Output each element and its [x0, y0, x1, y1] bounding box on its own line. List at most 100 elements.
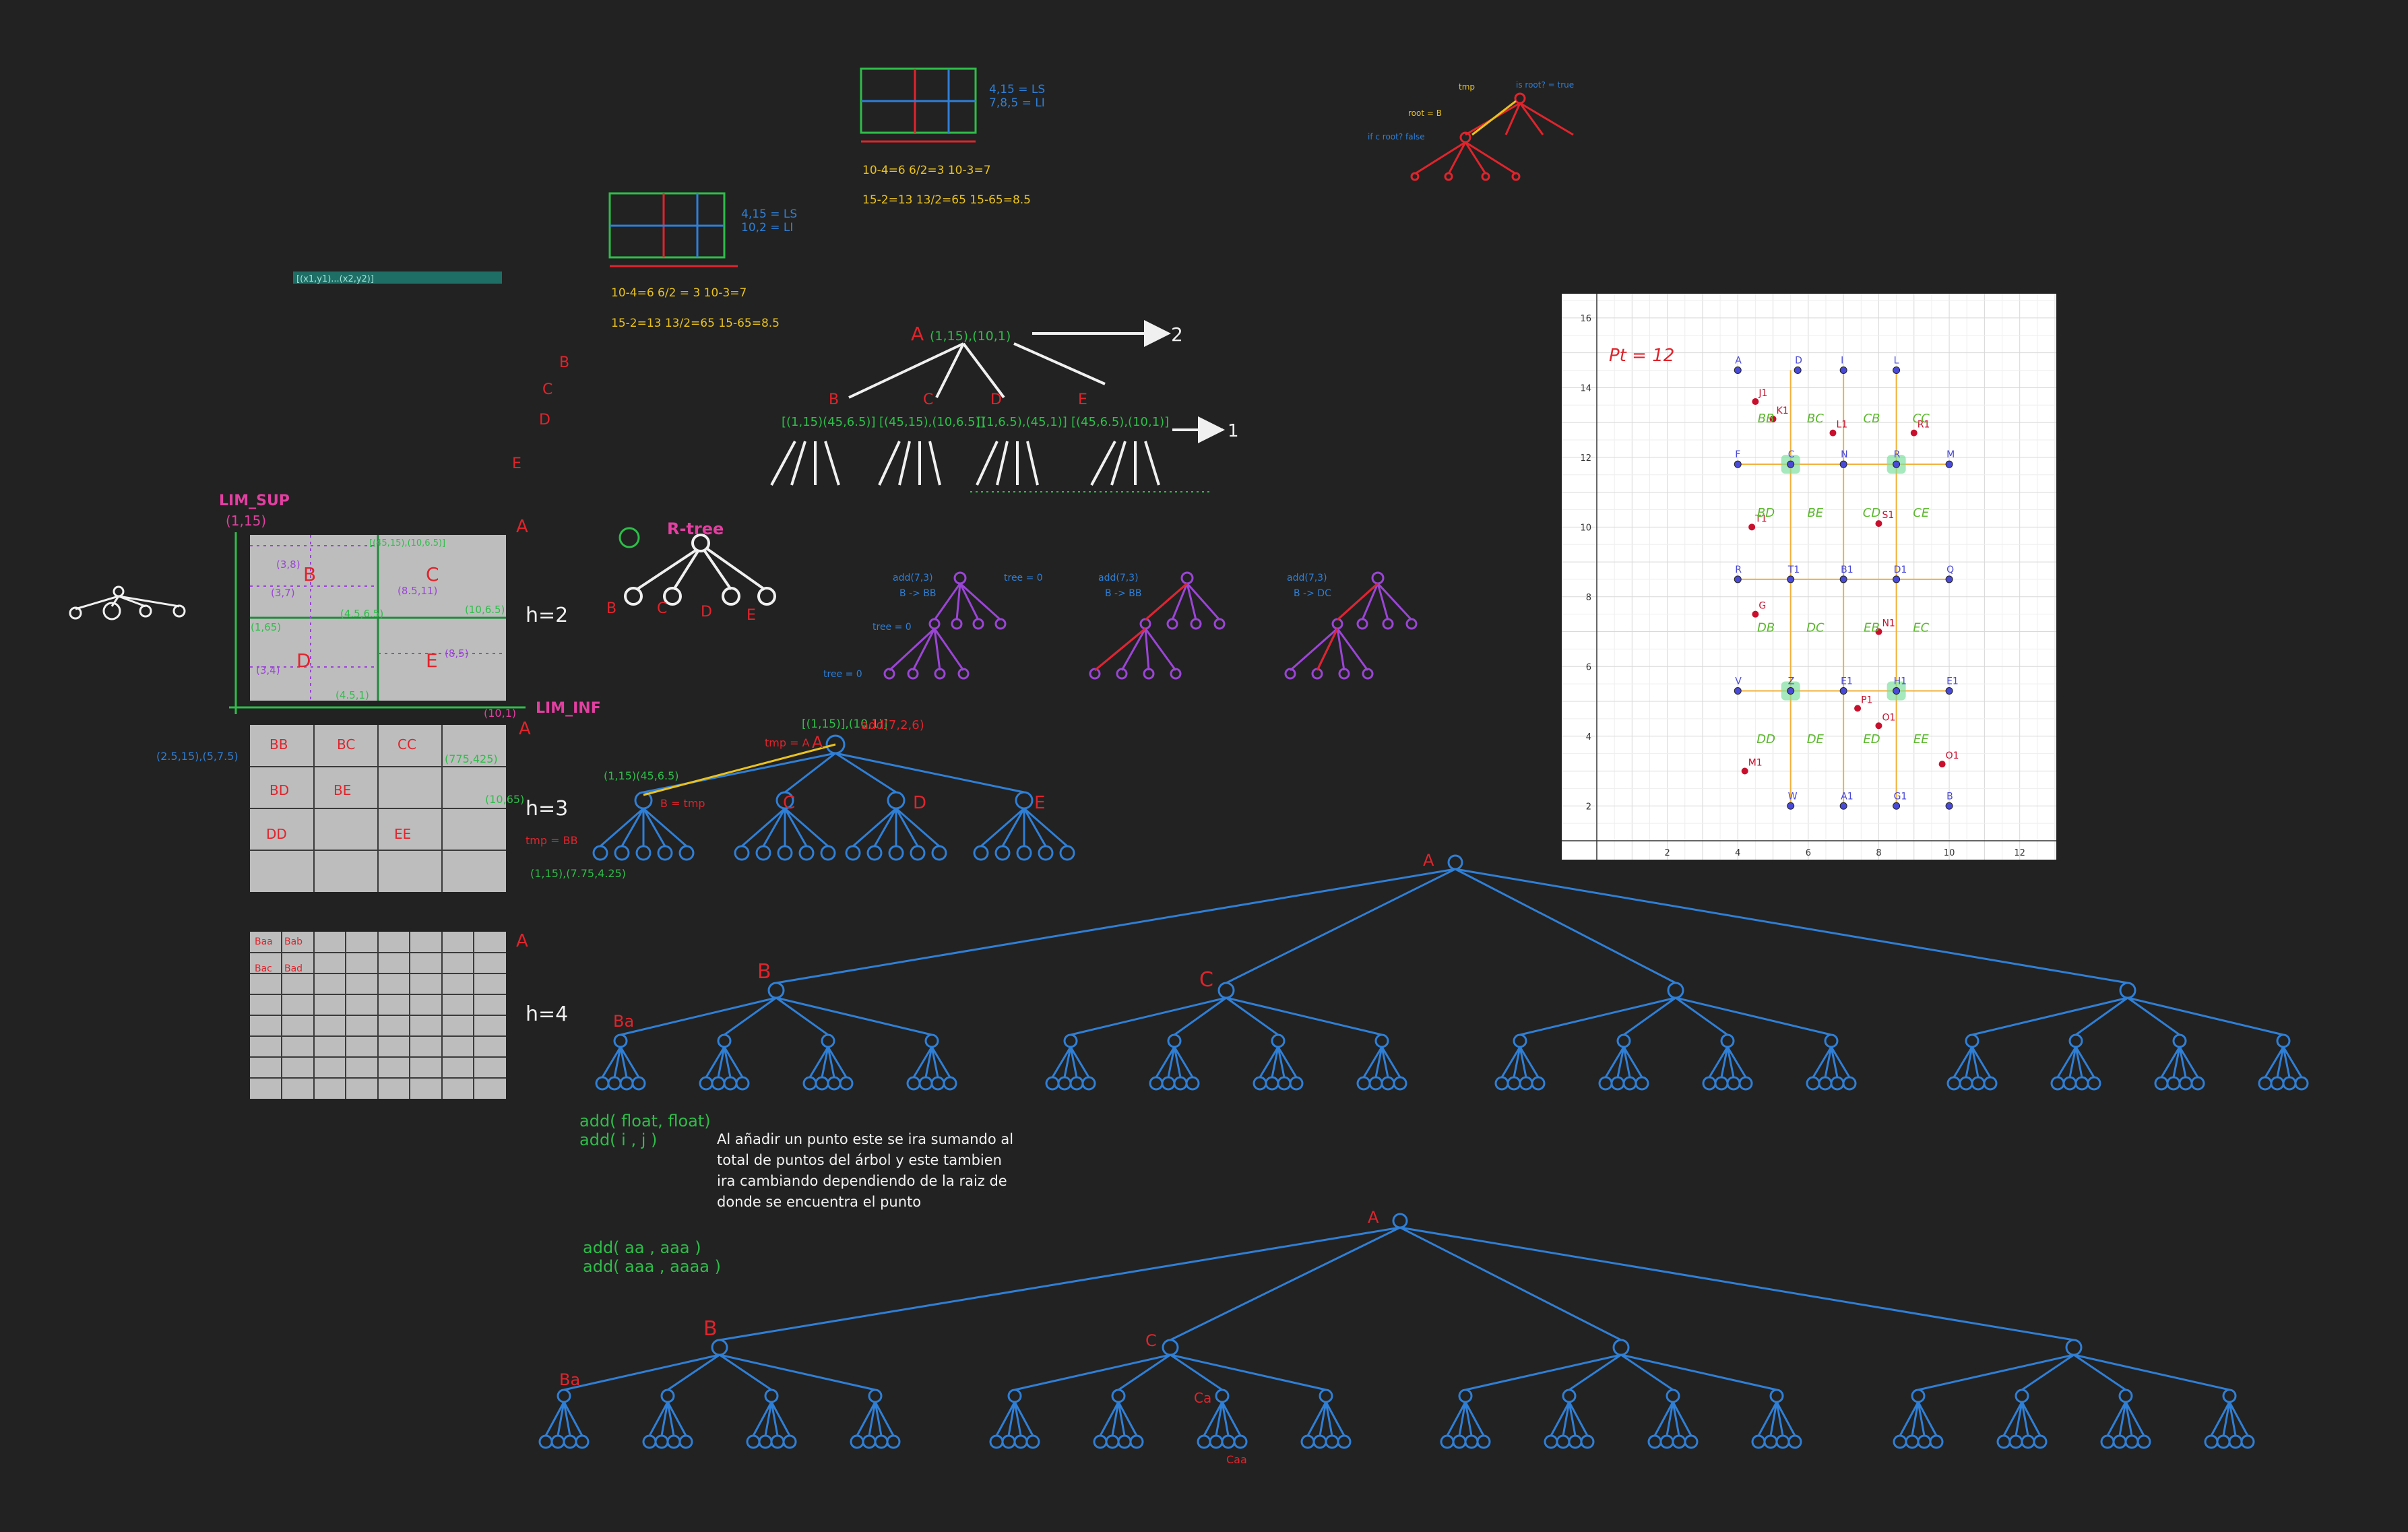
quadrant-label: DC	[1806, 621, 1825, 635]
tree-edge	[1620, 1353, 1674, 1391]
root-circle-icon	[619, 527, 640, 548]
tree-edge	[930, 1046, 951, 1078]
point-label: N	[1841, 449, 1847, 460]
tree-node-icon	[746, 1434, 761, 1449]
tree-edge	[643, 807, 687, 848]
blue-tree-h4-bottom	[538, 1213, 2255, 1449]
tree-node-icon	[1684, 1434, 1699, 1449]
tree-edge	[2002, 1401, 2023, 1436]
tree-edge	[1775, 1401, 1784, 1436]
tree-node-icon	[2074, 1076, 2089, 1091]
tree-node-icon	[2065, 1339, 2083, 1356]
tree-node-icon	[1996, 1434, 2011, 1449]
quadrant-label: ED	[1863, 732, 1880, 746]
tree-node-icon	[2178, 1076, 2193, 1091]
tree-node-icon	[2294, 1076, 2309, 1091]
tree-edge	[1381, 1046, 1401, 1078]
tree-edge	[1362, 1046, 1383, 1078]
tree-node-icon	[1787, 1434, 1802, 1449]
tree-edge	[2021, 1401, 2029, 1436]
tree-edge	[1117, 1401, 1138, 1436]
h4-label: h=4	[526, 1002, 568, 1026]
h4-bad: Bad	[284, 963, 303, 974]
point-blue	[1794, 366, 1802, 374]
tree-node-icon	[1337, 1434, 1352, 1449]
tree-node-icon	[2112, 1434, 2127, 1449]
tree-node-icon	[1612, 1339, 1630, 1356]
tree-node-icon	[1381, 1076, 1395, 1091]
tree-node-icon	[1769, 1389, 1784, 1403]
h3-bb: BB	[270, 736, 288, 753]
point-label: T1	[1754, 513, 1767, 524]
grid-h3-a: A	[519, 719, 531, 739]
tree-edge	[1500, 1046, 1521, 1078]
tree-edge	[1170, 1226, 1401, 1341]
tree-node-icon	[1440, 1434, 1455, 1449]
tree-node-icon	[1893, 1434, 1907, 1449]
child-d-label: D	[990, 391, 1002, 408]
tree-node-icon	[550, 1434, 565, 1449]
tree-edge	[1519, 1046, 1527, 1078]
tree-node-icon	[595, 1076, 610, 1091]
grid-h3	[250, 725, 506, 892]
tree-node-icon	[1738, 1076, 1753, 1091]
tree-node-icon	[866, 845, 883, 861]
point-label: L1	[1836, 420, 1847, 430]
tree-edge	[835, 752, 1025, 794]
tree-edge	[2276, 1046, 2285, 1078]
purple-add-2: add(7,3)	[1098, 573, 1139, 583]
tree-node-icon	[767, 982, 785, 999]
tree-node-icon	[1253, 1076, 1267, 1091]
tree-edge	[1070, 996, 1227, 1036]
rtree-white	[624, 534, 776, 606]
tree-edge	[1465, 1353, 1622, 1391]
point-label: R	[1735, 565, 1742, 575]
grid-h2-a: A	[516, 517, 528, 537]
pos-note-1: 4,15 = LS	[741, 208, 797, 221]
tree-node-icon	[906, 1076, 921, 1091]
formula-1a: 10-4=6 6/2 = 3 10-3=7	[611, 286, 747, 300]
bot-b: B	[703, 1317, 718, 1341]
tree-node-icon	[820, 845, 836, 861]
tree-node-icon	[1368, 1076, 1383, 1091]
white-tree-top	[770, 320, 1225, 486]
point-blue	[1893, 687, 1901, 695]
tree-node-icon	[1610, 1076, 1625, 1091]
tree-edge	[1918, 1353, 2074, 1391]
tree-edge	[930, 1046, 939, 1078]
tree-edge	[600, 807, 644, 848]
point-label: H1	[1894, 676, 1907, 687]
tree-node-icon	[1271, 1033, 1286, 1048]
point-red	[1938, 761, 1946, 768]
tree-edge	[1965, 1046, 1973, 1078]
tree-node-icon	[1751, 1434, 1766, 1449]
point-label: F	[1735, 449, 1740, 460]
tree-edge	[1226, 868, 1456, 984]
h3-a-label: A	[812, 733, 823, 752]
point-red	[1875, 722, 1882, 730]
tree-node-icon	[1038, 845, 1054, 861]
tree-node-icon	[1209, 1434, 1224, 1449]
tree-node-icon	[2100, 1434, 2115, 1449]
tree-edge	[1666, 1401, 1674, 1436]
y-tick-label: 6	[1586, 662, 1591, 672]
tree-edge	[666, 1401, 675, 1436]
point-label: D1	[1894, 565, 1907, 575]
tree-node-icon	[1458, 1389, 1473, 1403]
tree-edge	[1117, 1401, 1126, 1436]
point-blue	[1893, 366, 1901, 374]
tree-edge	[2178, 1046, 2187, 1078]
tree-node-icon	[1580, 1434, 1595, 1449]
tree-edge	[1111, 1401, 1120, 1436]
h3-ee: EE	[394, 826, 411, 842]
point-blue	[1945, 575, 1953, 583]
yellow-arrow	[1471, 100, 1517, 136]
lim-sup-label: LIM_SUP	[219, 492, 290, 509]
tree-edge	[1616, 1046, 1625, 1078]
tree-node-icon	[1161, 1076, 1176, 1091]
tree-node-icon	[1374, 1033, 1389, 1048]
tree-node-icon	[1319, 1389, 1333, 1403]
tree-edge	[1007, 1401, 1016, 1436]
tree-node-icon	[1983, 1076, 1998, 1091]
child-e-coord: [(45,6.5),(10,1)]	[1071, 415, 1169, 429]
